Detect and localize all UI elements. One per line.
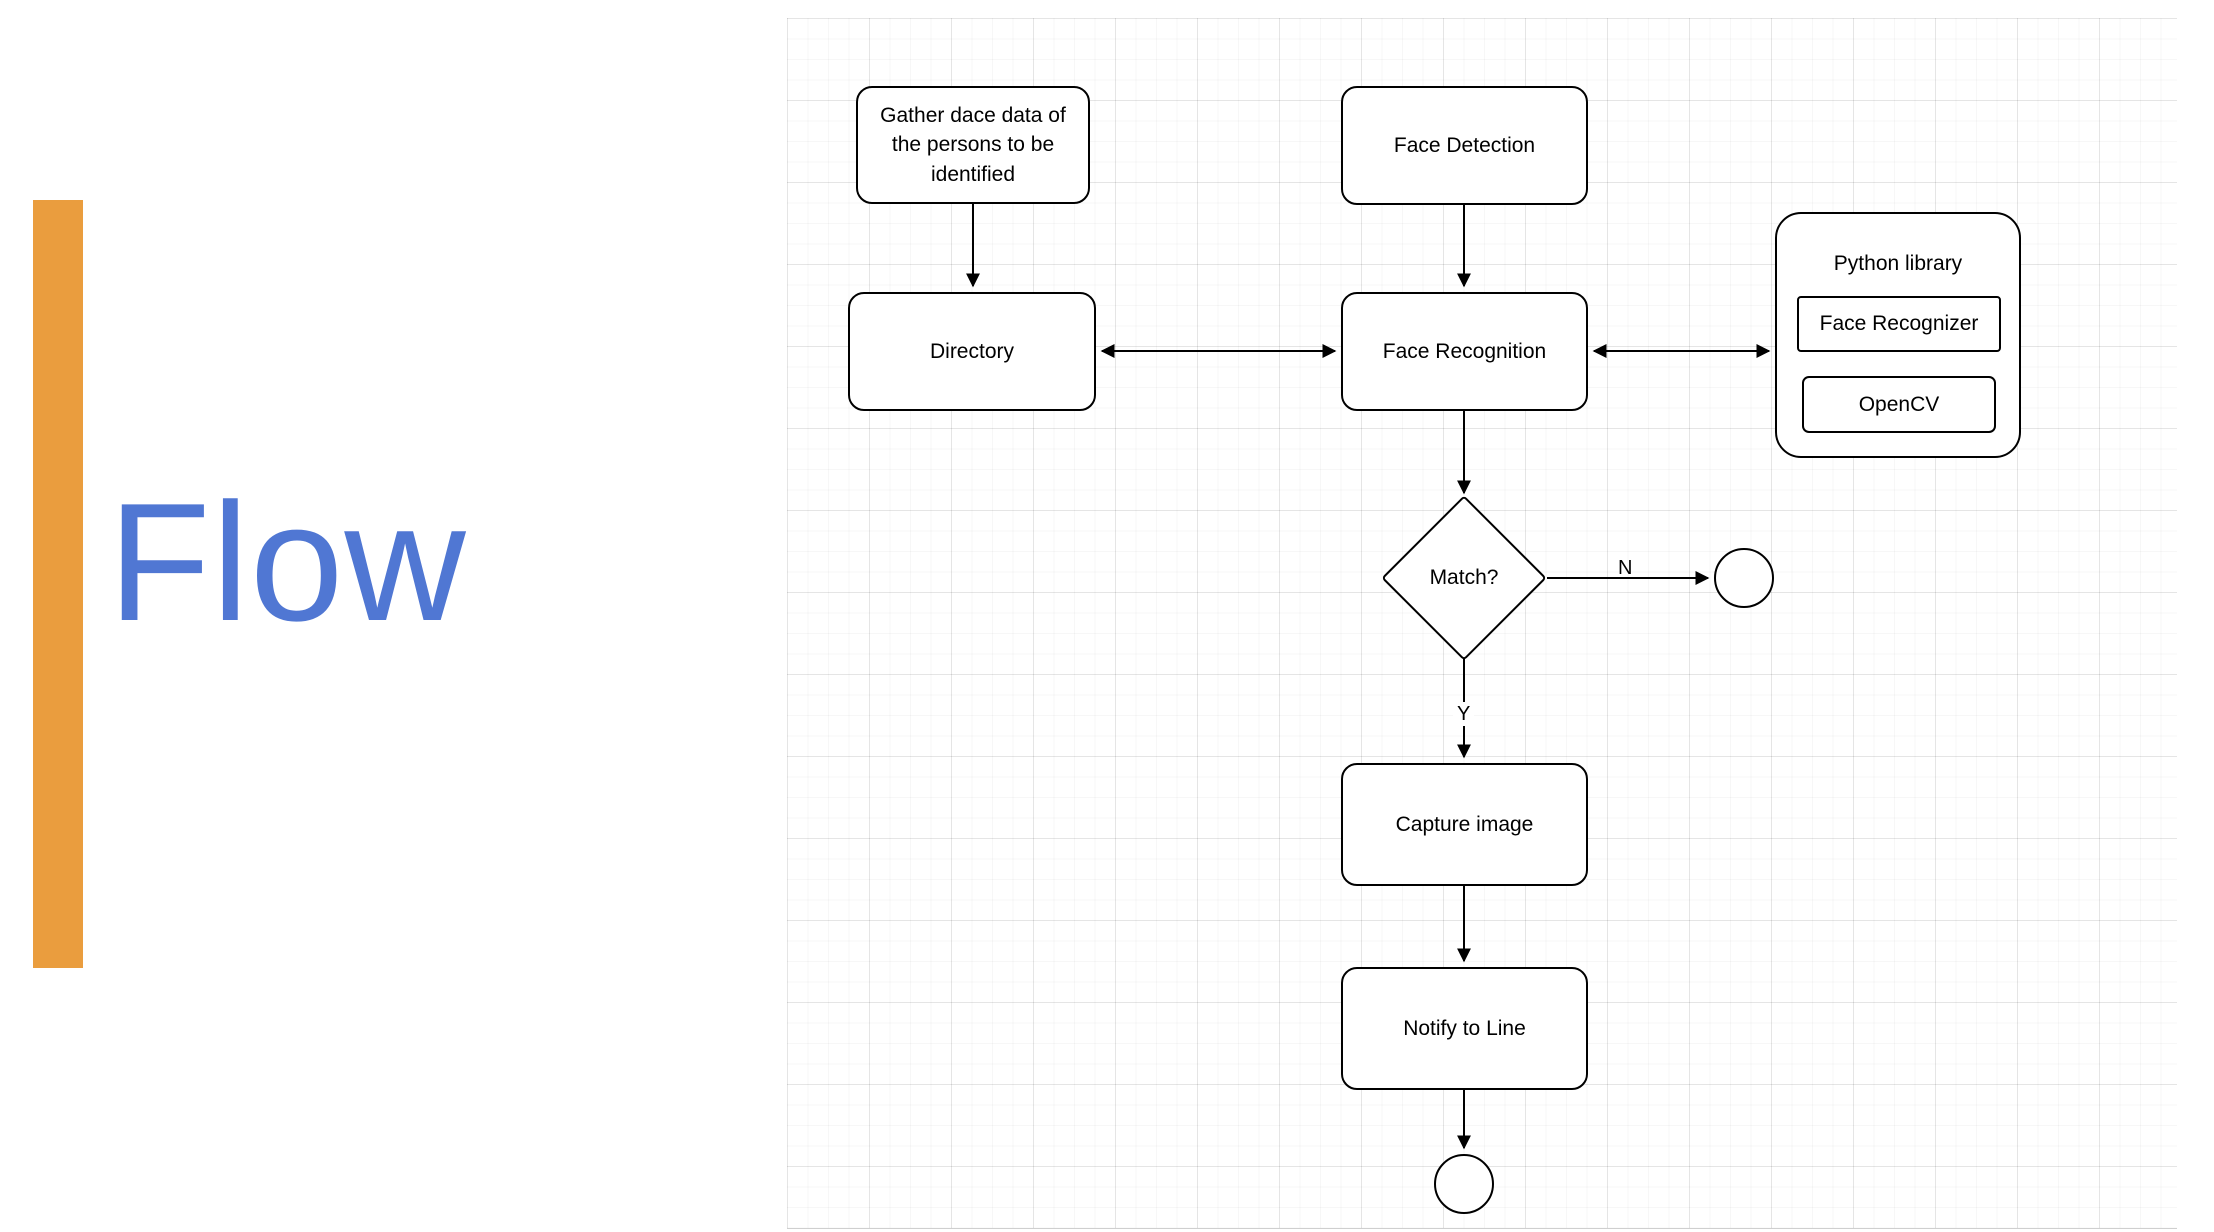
edge-label-yes: Y: [1453, 702, 1475, 726]
node-notify-to-line-label: Notify to Line: [1403, 1016, 1526, 1040]
node-directory: Directory: [848, 292, 1096, 411]
node-face-recognizer: Face Recognizer: [1797, 296, 2001, 352]
node-gather-face-data: Gather dace data of the persons to be id…: [856, 86, 1090, 204]
terminal-circle-no-match: [1714, 548, 1774, 608]
node-directory-label: Directory: [929, 339, 1014, 363]
node-face-recognition-label: Face Recognition: [1382, 339, 1547, 363]
node-face-detection-label: Face Detection: [1393, 133, 1536, 157]
node-python-library-label: Python library: [1833, 252, 1963, 275]
node-capture-image-label: Capture image: [1395, 812, 1534, 836]
title-accent-bar: [33, 200, 83, 968]
node-python-library: Python library Face Recognizer OpenCV: [1775, 212, 2021, 458]
node-capture-image: Capture image: [1341, 763, 1588, 886]
node-notify-to-line: Notify to Line: [1341, 967, 1588, 1090]
node-face-recognizer-label: Face Recognizer: [1819, 312, 1979, 335]
node-match-decision: Match?: [1381, 495, 1547, 661]
node-face-recognition: Face Recognition: [1341, 292, 1588, 411]
node-face-detection: Face Detection: [1341, 86, 1588, 205]
node-opencv-label: OpenCV: [1858, 392, 1940, 416]
node-match-decision-label: Match?: [1429, 566, 1499, 589]
slide-title: Flow: [108, 468, 467, 656]
node-opencv: OpenCV: [1802, 376, 1996, 433]
terminal-circle-end: [1434, 1154, 1494, 1214]
node-gather-face-data-label: Gather dace data of the persons to be id…: [880, 103, 1066, 186]
edge-label-no: N: [1618, 557, 1633, 579]
